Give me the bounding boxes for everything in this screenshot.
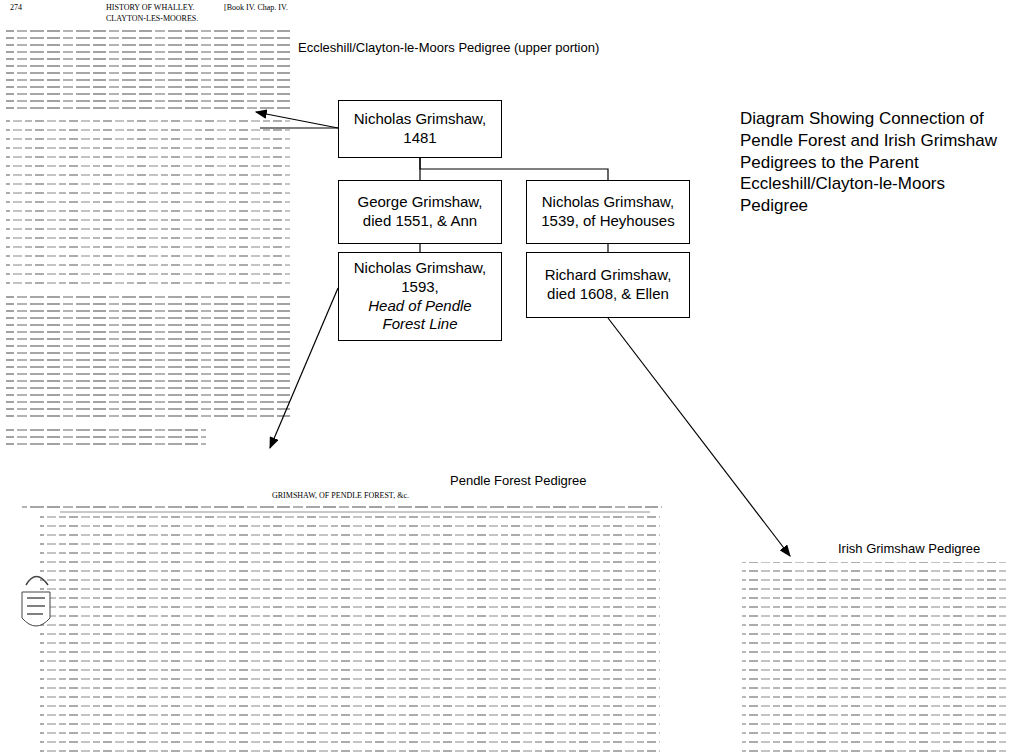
pedigree-box: George Grimshaw, died 1551, & Ann xyxy=(338,180,502,244)
scan-heading: HISTORY OF WHALLEY. xyxy=(104,3,196,13)
heraldic-crest xyxy=(22,577,50,627)
scan-heading: 274 xyxy=(8,3,24,13)
scan-heading: GRIMSHAW, OF PENDLE FOREST, &c. xyxy=(270,491,411,501)
person-name: Richard Grimshaw, died 1608, & Ellen xyxy=(535,266,681,304)
diagram-title: Diagram Showing Connection of Pendle For… xyxy=(740,108,1002,217)
scan-heading: [Book IV. Chap. IV. xyxy=(222,3,290,13)
person-name: Nicholas Grimshaw, 1481 xyxy=(347,110,493,148)
scan-heading: CLAYTON-LES-MOORES. xyxy=(104,14,200,24)
person-name: Nicholas Grimshaw, 1539, of Heyhouses xyxy=(535,193,681,231)
descent-line xyxy=(607,244,608,252)
person-name: George Grimshaw, died 1551, & Ann xyxy=(347,193,493,231)
descent-line xyxy=(420,158,608,180)
pedigree-box: Richard Grimshaw, died 1608, & Ellen xyxy=(526,252,690,318)
section-label: Eccleshill/Clayton-le-Moors Pedigree (up… xyxy=(298,40,628,56)
section-label: Irish Grimshaw Pedigree xyxy=(838,541,1008,557)
section-label: Pendle Forest Pedigree xyxy=(450,473,650,489)
italic-note: Head of Pendle Forest Line xyxy=(347,297,493,335)
descent-line xyxy=(419,244,420,252)
pedigree-box: Nicholas Grimshaw, 1481 xyxy=(338,100,502,158)
pedigree-box: Nicholas Grimshaw, 1539, of Heyhouses xyxy=(526,180,690,244)
pedigree-box: Nicholas Grimshaw, 1593,Head of Pendle F… xyxy=(338,252,502,341)
person-name: Nicholas Grimshaw, 1593, xyxy=(347,259,493,297)
